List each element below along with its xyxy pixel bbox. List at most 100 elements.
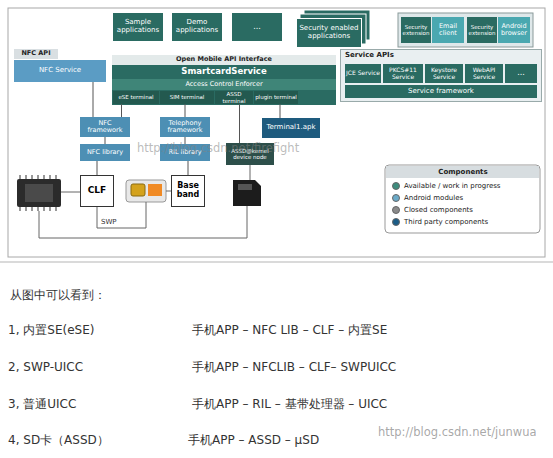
box-label: ASSD terminal [216, 91, 252, 103]
box-label: plugin terminal [255, 94, 297, 100]
component-box: Security extension [401, 17, 431, 43]
text-label: 手机APP – ASSD – µSD [188, 432, 378, 448]
component-box: CLF [80, 175, 114, 207]
text-label: 2, SWP-UICC [8, 359, 183, 375]
legend-swatch [392, 194, 400, 202]
box-label: Terminal1.apk [266, 124, 315, 132]
chip-body [17, 179, 61, 207]
legend-swatch [392, 206, 400, 214]
component-box: Keystore Service [425, 64, 463, 83]
component-box: eSE terminal [113, 91, 159, 104]
component-box: Demo applications [172, 13, 222, 41]
sim-card-illustration [126, 180, 166, 202]
text-label: 4, SD卡（ASSD） [8, 432, 183, 448]
box-label: Service APIs [345, 51, 425, 61]
sd-card-illustration [233, 180, 261, 206]
text-label: 手机APP – NFCLIB – CLF– SWPUICC [192, 359, 542, 375]
sim-card-body [126, 180, 166, 202]
component-box: NFC library [80, 144, 130, 161]
box-label: ... [517, 69, 525, 78]
connector-line [185, 104, 186, 117]
box-label: Android browser [499, 23, 529, 37]
wire [250, 165, 251, 180]
sd-label [238, 184, 252, 190]
connector-line [97, 161, 98, 175]
component-box: Service APIsJCE Service PKCS#11 Service Ke… [340, 49, 542, 102]
legend-text: Third party components [404, 217, 488, 227]
legend-swatch [392, 182, 400, 190]
sim-contact [131, 184, 145, 196]
component-box: ... [505, 64, 537, 83]
component-box: PKCS#11 Service [383, 64, 423, 83]
connector-line [121, 104, 122, 117]
text-label: 从图中可以看到： [10, 287, 230, 303]
box-label: PKCS#11 Service [384, 67, 422, 80]
component-box: Terminal1.apk [262, 118, 320, 138]
legend-text: Closed components [404, 205, 473, 215]
component-box: Open Mobile API InterfaceSmartcardServic… [112, 55, 336, 105]
box-label: NFC library [87, 149, 123, 156]
chip-illustration [17, 175, 61, 211]
box-label: JCE Service [346, 70, 380, 77]
legend-header [386, 166, 539, 178]
connector-line [93, 82, 94, 117]
component-box: Android browser [498, 17, 530, 43]
connector-line [185, 137, 186, 144]
box-label: Base band [173, 182, 203, 200]
text-label: Components [388, 167, 538, 178]
box-label: Demo applications [173, 19, 221, 34]
sim-logo [148, 184, 162, 196]
outer-frame [8, 8, 545, 257]
box-label: Keystore Service [426, 67, 462, 80]
connector-line [280, 104, 281, 118]
component-box: Base band [171, 175, 205, 207]
component-box: SIM terminal [160, 91, 214, 104]
browser-group-frame [398, 13, 533, 47]
text-label: SWP [101, 217, 131, 227]
component-box: Security extension [467, 17, 497, 43]
connector-line [188, 161, 189, 175]
box-label: Security extension [402, 24, 430, 36]
legend-swatch [392, 218, 400, 226]
box-heading: Open Mobile API Interface [112, 55, 336, 65]
component-box: Security enabled applications [296, 18, 362, 48]
wire [61, 192, 80, 193]
connector-line [239, 104, 240, 143]
connector-line [105, 137, 106, 144]
box-label: RIL library [168, 149, 201, 156]
component-box: ASSD@kernel device node [226, 143, 274, 165]
component-box: NFC APINFC Service [14, 49, 106, 82]
box-label: Email client [433, 23, 463, 37]
text-label: 1, 内置SE(eSE) [8, 322, 183, 338]
box-label: Service framework [408, 88, 474, 96]
box-label: Telephony framework [161, 120, 209, 134]
wires [39, 165, 250, 238]
text-label: 3, 普通UICC [8, 396, 183, 412]
component-box: ASSD terminal [215, 91, 253, 104]
component-box: Telephony framework [160, 117, 210, 137]
box-label: NFC Service [14, 60, 106, 82]
component-box: Email client [432, 17, 464, 43]
component-box: Service framework [345, 85, 537, 98]
component-box: RIL library [160, 144, 210, 161]
text-label: 手机APP – RIL – 基带处理器 – UICC [192, 396, 542, 412]
component-box: Access Control Enforcer [112, 79, 336, 90]
box-label: CLF [88, 186, 107, 196]
box-label: Sample applications [114, 19, 162, 34]
text-label: 手机APP – NFC LIB – CLF – 内置SE [192, 322, 542, 338]
component-box: Sample applications [113, 13, 163, 41]
component-box: WebAPI Service [465, 64, 503, 83]
chip-pins [20, 175, 56, 211]
sd-card-body [233, 180, 261, 206]
component-box: JCE Service [345, 64, 381, 83]
watermark: http://blog.csdn.net/junwua [378, 424, 553, 440]
box-label: Security enabled applications [298, 25, 360, 40]
legend-frame [385, 165, 540, 233]
watermark: http://blog.csdn.net/firefight [137, 141, 357, 155]
box-label: NFC framework [81, 120, 129, 134]
box-label: Access Control Enforcer [185, 81, 262, 88]
